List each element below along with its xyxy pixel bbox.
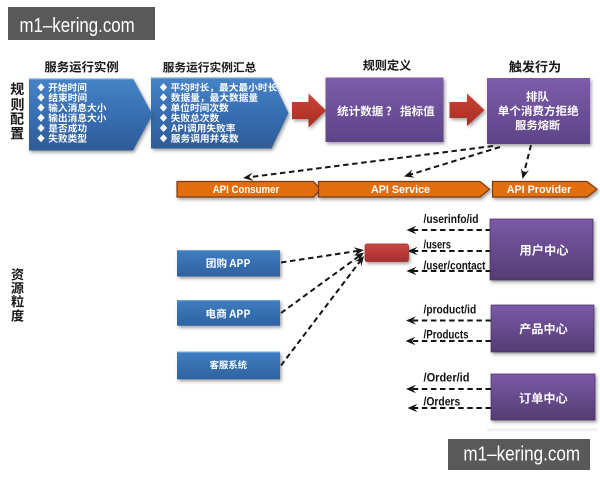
svg-text:/users: /users xyxy=(424,239,452,251)
svg-text:API Provider: API Provider xyxy=(507,184,572,196)
svg-text:/user/contact: /user/contact xyxy=(424,260,486,272)
svg-text:m1–kering.com: m1–kering.com xyxy=(20,14,135,37)
svg-text:/product/id: /product/id xyxy=(424,305,477,317)
svg-text:m1–kering.com: m1–kering.com xyxy=(463,443,580,465)
svg-text:/userinfo/id: /userinfo/id xyxy=(424,214,479,226)
svg-text:/Orders: /Orders xyxy=(424,397,461,409)
svg-text:API Consumer: API Consumer xyxy=(213,184,280,196)
svg-text:/Products: /Products xyxy=(424,329,469,341)
svg-text:/Order/id: /Order/id xyxy=(424,373,470,385)
svg-text:API Service: API Service xyxy=(371,184,430,196)
